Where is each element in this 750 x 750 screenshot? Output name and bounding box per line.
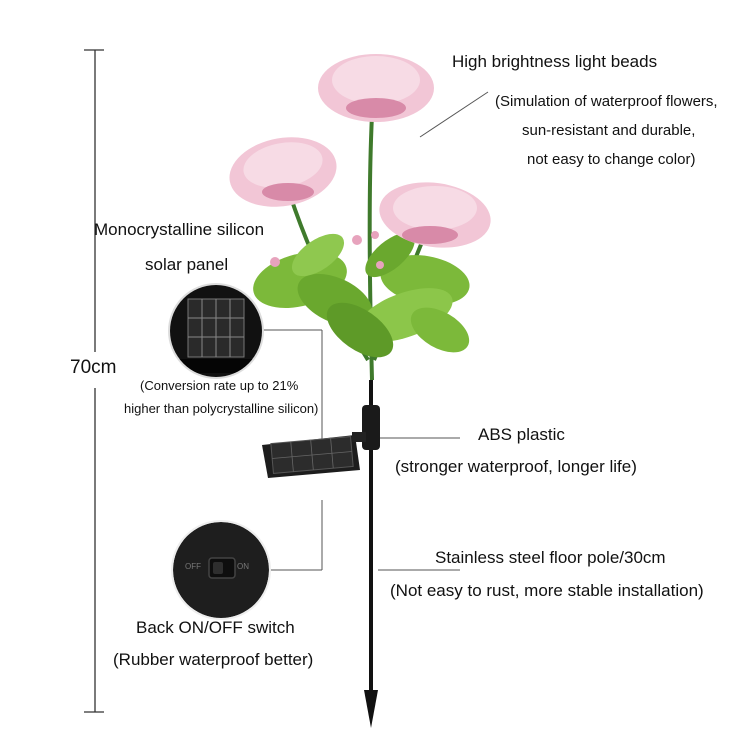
switch-title: Back ON/OFF switch xyxy=(136,618,295,637)
beads-desc-line-3: not easy to change color) xyxy=(527,151,696,168)
abs-desc: (stronger waterproof, longer life) xyxy=(395,457,637,476)
flower-buds xyxy=(270,231,384,269)
switch-closeup: OFF ON xyxy=(171,520,271,620)
solar-cell-grid-icon xyxy=(170,285,262,377)
beads-desc-line-2: sun-resistant and durable, xyxy=(522,122,696,139)
panel-desc-line-1: (Conversion rate up to 21% xyxy=(140,378,299,393)
leader-lines xyxy=(262,91,489,571)
power-switch-icon xyxy=(173,522,269,618)
switch-on-label: ON xyxy=(237,562,249,571)
height-label: 70cm xyxy=(68,357,119,378)
beads-desc-line-1: (Simulation of waterproof flowers, xyxy=(495,93,718,110)
solar-panel-closeup xyxy=(168,283,264,379)
switch-desc: (Rubber waterproof better) xyxy=(113,650,314,669)
height-dimension-line xyxy=(84,49,104,713)
switch-off-label: OFF xyxy=(185,562,201,571)
flower-top xyxy=(318,54,434,122)
panel-desc-line-2: higher than polycrystalline silicon) xyxy=(124,401,319,416)
flower-left xyxy=(229,137,337,207)
panel-title-line-1: Monocrystalline silicon xyxy=(94,220,265,239)
solar-panel-unit xyxy=(262,432,366,478)
beads-title: High brightness light beads xyxy=(452,52,658,71)
abs-title: ABS plastic xyxy=(478,425,565,444)
steel-pole xyxy=(362,380,380,728)
pole-desc: (Not easy to rust, more stable installat… xyxy=(390,581,704,600)
panel-title-line-2: solar panel xyxy=(145,255,229,274)
flower-right xyxy=(379,182,491,248)
pole-title: Stainless steel floor pole/30cm xyxy=(435,548,666,567)
